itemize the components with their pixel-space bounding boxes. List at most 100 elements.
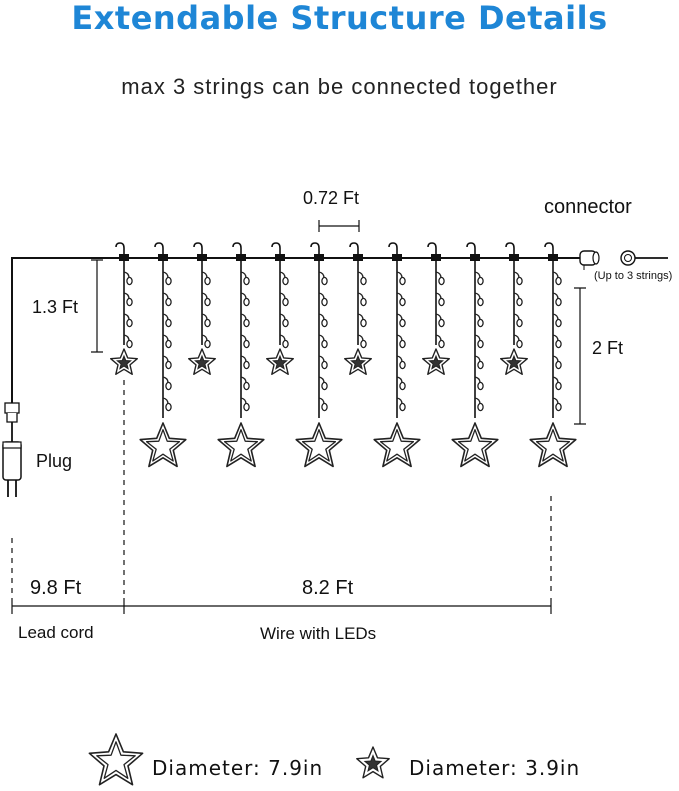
led-bulb-icon bbox=[123, 334, 133, 349]
led-bulb-icon bbox=[162, 313, 172, 328]
spacing-label: 0.72 Ft bbox=[303, 188, 360, 208]
led-bulb-icon bbox=[357, 334, 367, 349]
small-star-icon bbox=[187, 348, 217, 375]
led-bulb-icon bbox=[279, 313, 289, 328]
led-bulb-icon bbox=[162, 334, 172, 349]
led-bulb-icon bbox=[474, 313, 484, 328]
led-bulb-icon bbox=[240, 376, 250, 391]
light-drop-long bbox=[451, 242, 499, 468]
led-bulb-icon bbox=[474, 376, 484, 391]
connector-label: connector bbox=[544, 196, 632, 218]
led-bulb-icon bbox=[396, 271, 406, 286]
long-drop-label: 2 Ft bbox=[592, 338, 624, 358]
led-bulb-icon bbox=[474, 292, 484, 307]
wire-clip bbox=[392, 254, 402, 261]
small-star-icon bbox=[266, 348, 294, 375]
wire-clip bbox=[158, 254, 168, 261]
large-star-icon bbox=[217, 422, 265, 468]
led-bulb-icon bbox=[552, 334, 562, 349]
led-bulb-icon bbox=[435, 334, 445, 349]
wire-length-label: 8.2 Ft bbox=[302, 577, 354, 599]
led-bulb-icon bbox=[318, 313, 328, 328]
led-bulb-icon bbox=[162, 397, 172, 412]
connector-icon bbox=[574, 250, 668, 270]
led-bulb-icon bbox=[552, 292, 562, 307]
led-bulb-icon bbox=[162, 355, 172, 370]
plug-label: Plug bbox=[36, 451, 73, 471]
hook-icon bbox=[193, 242, 203, 258]
led-bulb-icon bbox=[396, 334, 406, 349]
led-bulb-icon bbox=[357, 292, 367, 307]
large-star-icon bbox=[451, 422, 499, 468]
hook-icon bbox=[505, 242, 515, 258]
wire-clip bbox=[314, 254, 324, 261]
hook-icon bbox=[349, 242, 359, 258]
led-bulb-icon bbox=[396, 313, 406, 328]
large-star-legend-icon bbox=[88, 733, 144, 786]
large-star-icon bbox=[529, 422, 577, 468]
hook-icon bbox=[388, 242, 398, 258]
wire-clip bbox=[353, 254, 363, 261]
wire-length-dimension bbox=[124, 598, 552, 614]
led-bulb-icon bbox=[162, 292, 172, 307]
hook-icon bbox=[232, 242, 242, 258]
led-bulb-icon bbox=[279, 271, 289, 286]
led-bulb-icon bbox=[552, 271, 562, 286]
light-drop-short bbox=[500, 242, 528, 375]
led-bulb-icon bbox=[552, 397, 562, 412]
led-bulb-icon bbox=[357, 271, 367, 286]
wire-clip bbox=[275, 254, 285, 261]
wire-clip bbox=[470, 254, 480, 261]
hook-icon bbox=[466, 242, 476, 258]
led-bulb-icon bbox=[201, 313, 211, 328]
led-bulb-icon bbox=[474, 397, 484, 412]
small-star-icon bbox=[422, 348, 450, 375]
led-bulb-icon bbox=[201, 292, 211, 307]
led-bulb-icon bbox=[240, 271, 250, 286]
light-drop-short bbox=[422, 242, 450, 375]
led-bulb-icon bbox=[474, 355, 484, 370]
led-bulb-icon bbox=[318, 376, 328, 391]
spacing-dimension bbox=[318, 220, 360, 232]
led-bulb-icon bbox=[240, 355, 250, 370]
hook-icon bbox=[544, 242, 554, 258]
light-drop-short bbox=[109, 242, 139, 375]
hook-icon bbox=[310, 242, 320, 258]
led-bulb-icon bbox=[435, 313, 445, 328]
led-bulb-icon bbox=[162, 376, 172, 391]
led-bulb-icon bbox=[201, 334, 211, 349]
lead-length-label: 9.8 Ft bbox=[30, 577, 82, 599]
wire-clip bbox=[509, 254, 519, 261]
wire-clip bbox=[119, 254, 129, 261]
led-bulb-icon bbox=[513, 271, 523, 286]
led-bulb-icon bbox=[396, 355, 406, 370]
lead-cord-label: Lead cord bbox=[18, 623, 94, 642]
large-star-legend-label: Diameter: 7.9in bbox=[152, 756, 324, 780]
large-star-icon bbox=[139, 422, 187, 468]
led-bulb-icon bbox=[396, 376, 406, 391]
large-star-icon bbox=[373, 422, 421, 468]
led-bulb-icon bbox=[123, 313, 133, 328]
light-drop-long bbox=[217, 242, 265, 468]
led-bulb-icon bbox=[123, 292, 133, 307]
light-drop-short bbox=[344, 242, 372, 375]
led-bulb-icon bbox=[240, 397, 250, 412]
led-bulb-icon bbox=[318, 292, 328, 307]
wire-with-leds-label: Wire with LEDs bbox=[260, 624, 377, 643]
small-star-icon bbox=[500, 348, 528, 375]
led-bulb-icon bbox=[279, 292, 289, 307]
light-drop-long bbox=[373, 242, 421, 468]
led-bulb-icon bbox=[435, 292, 445, 307]
led-bulb-icon bbox=[474, 271, 484, 286]
short-drop-label: 1.3 Ft bbox=[32, 297, 79, 317]
wire-clip bbox=[197, 254, 207, 261]
connector-note: (Up to 3 strings) bbox=[594, 270, 673, 282]
hook-icon bbox=[427, 242, 437, 258]
led-bulb-icon bbox=[240, 334, 250, 349]
led-bulb-icon bbox=[513, 292, 523, 307]
led-bulb-icon bbox=[396, 292, 406, 307]
led-bulb-icon bbox=[513, 334, 523, 349]
lead-length-dimension bbox=[11, 598, 125, 614]
led-bulb-icon bbox=[513, 313, 523, 328]
